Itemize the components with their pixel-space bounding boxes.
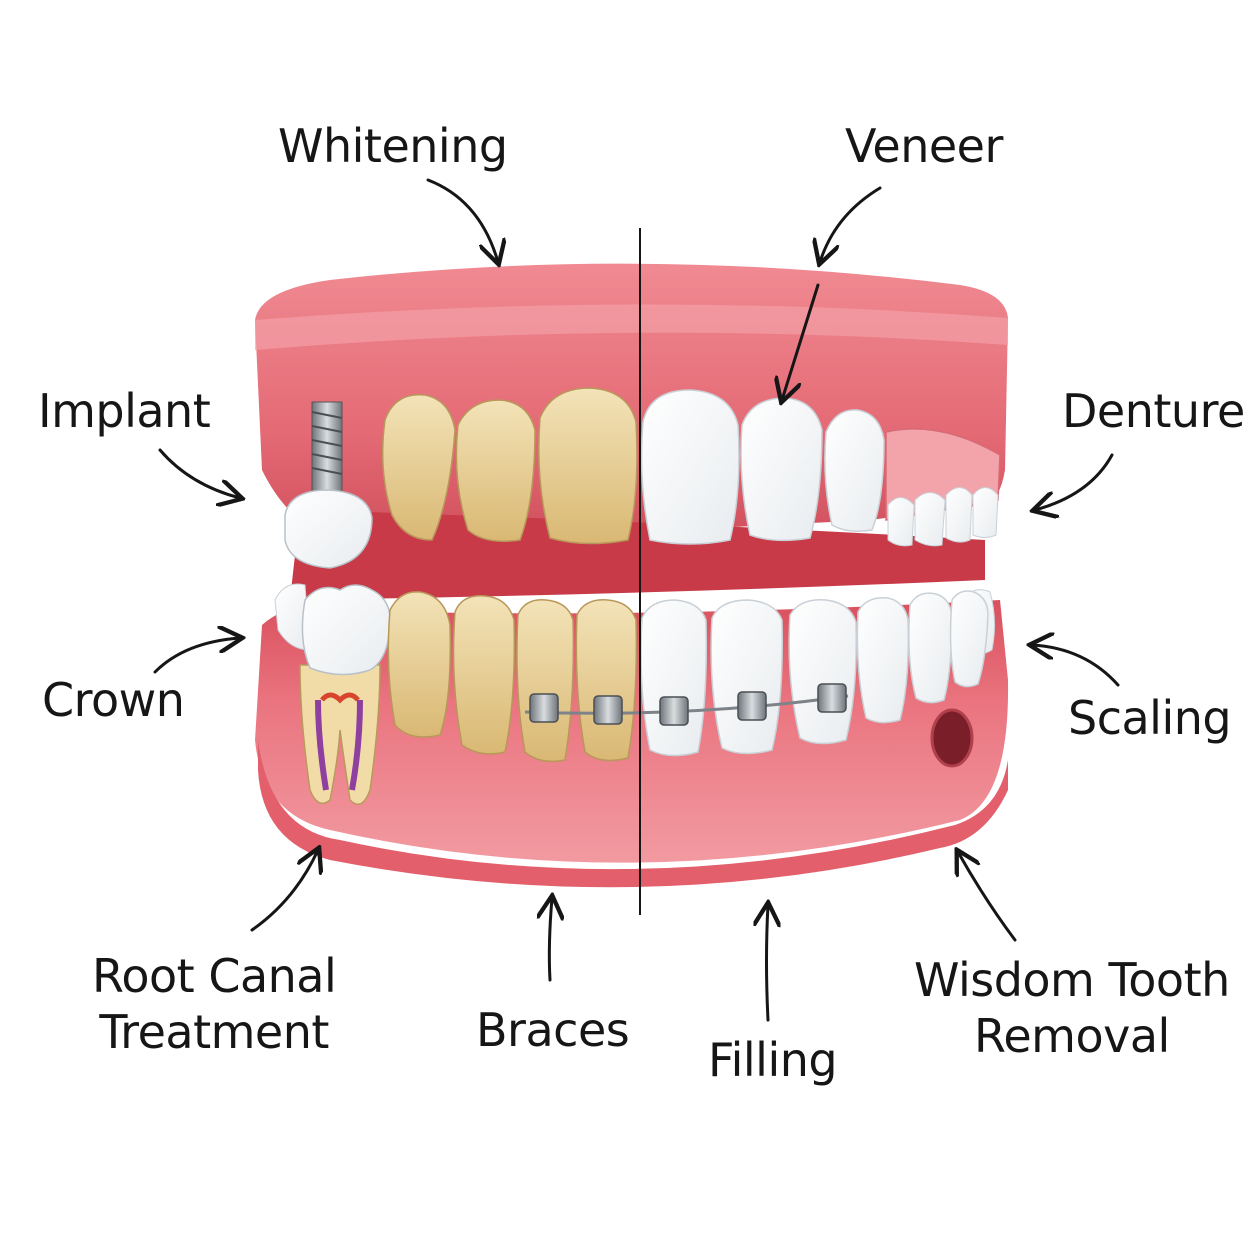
label-root-canal: Root Canal Treatment [92,949,337,1059]
arrow-braces [549,898,552,982]
label-crown: Crown [42,673,185,727]
upper-white-teeth [640,389,885,545]
label-veneer: Veneer [845,119,1003,173]
braces [524,683,849,726]
extraction-socket [930,708,974,768]
arrow-crown [153,638,240,674]
label-braces: Braces [476,1003,630,1057]
arrow-whitening [426,178,498,262]
arrow-denture [1035,453,1114,510]
arrow-veneer-lower [782,283,820,400]
label-implant: Implant [38,384,211,438]
arrow-wisdom-tooth [958,852,1017,942]
label-whitening: Whitening [278,119,508,173]
label-denture: Denture [1062,384,1245,438]
denture [885,428,1001,547]
implant [284,401,373,569]
arrow-filling [767,905,769,1022]
arrow-veneer-upper [820,186,882,262]
crown-root-canal-tooth [299,584,391,805]
mouth-interior [290,510,985,600]
arrow-root-canal [250,850,318,932]
label-wisdom-tooth: Wisdom Tooth Removal [914,953,1230,1063]
arrow-scaling [1032,645,1120,687]
upper-stained-teeth [381,387,638,545]
label-scaling: Scaling [1068,691,1232,745]
upper-gum-band [255,304,1008,350]
label-filling: Filling [708,1033,838,1087]
arrow-implant [158,448,240,498]
